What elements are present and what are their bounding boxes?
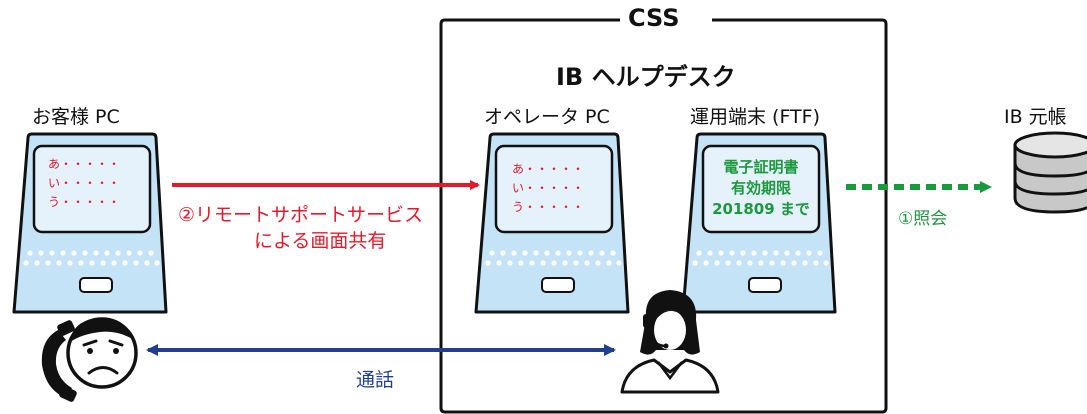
operator-screen-text: あ・・・・・ い・・・・・ う・・・・・: [512, 160, 584, 217]
css-container-box: [439, 18, 888, 414]
screen-line: う・・・・・: [48, 195, 121, 209]
terminal-screen-text: 電子証明書 有効期限 201809 まで: [703, 157, 819, 220]
screen-line: 有効期限: [730, 179, 791, 197]
inquiry-label: ①照会: [898, 209, 948, 229]
customer-laptop-icon: [12, 132, 168, 314]
troubled-customer-icon: [41, 317, 138, 402]
terminal-label: 運用端末 (FTF): [690, 106, 820, 128]
operator-laptop-icon: [474, 132, 630, 314]
terminal-laptop-icon: [681, 132, 837, 314]
call-label: 通話: [356, 369, 395, 391]
customer-screen-text: あ・・・・・ い・・・・・ う・・・・・: [48, 155, 120, 212]
screen-line: 201809 まで: [712, 200, 810, 218]
screen-share-label-line1: ②リモートサポートサービス: [178, 204, 424, 226]
operator-pc-label: オペレータ PC: [484, 106, 610, 128]
customer-pc-label: お客様 PC: [32, 106, 120, 128]
screen-line: あ・・・・・: [512, 162, 585, 176]
screen-line: う・・・・・: [512, 200, 585, 214]
database-label: IB 元帳: [1004, 106, 1067, 128]
css-box-title: CSS: [628, 4, 680, 32]
screen-line: 電子証明書: [723, 158, 799, 176]
screen-line: い・・・・・: [48, 176, 121, 190]
screen-share-label-line2: による画面共有: [254, 230, 387, 252]
database-icon: [1013, 131, 1087, 214]
helpdesk-title: IB ヘルプデスク: [556, 63, 736, 91]
operator-headset-icon: [620, 290, 720, 394]
screen-line: あ・・・・・: [48, 157, 121, 171]
screen-line: い・・・・・: [512, 181, 585, 195]
